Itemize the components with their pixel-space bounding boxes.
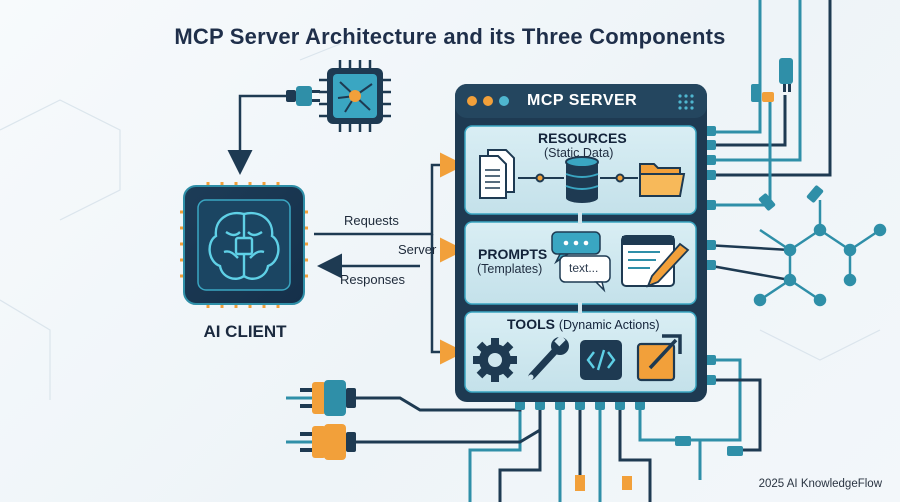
resources-title: RESOURCES [538, 130, 627, 146]
chat-bubble-icon [551, 231, 611, 293]
resources-subtitle: (Static Data) [544, 146, 614, 160]
prompts-title: PROMPTS [478, 246, 548, 262]
connector-line [518, 173, 638, 183]
page-title: MCP Server Architecture and its Three Co… [174, 24, 726, 49]
background-pattern [0, 39, 881, 400]
folder-icon [639, 163, 686, 197]
code-icon [580, 340, 622, 380]
brain-icon [208, 211, 280, 280]
document-icon [479, 149, 515, 199]
tools-subtitle: (Dynamic Actions) [558, 318, 660, 332]
connector-stubs [575, 436, 743, 491]
server-label: Server [398, 242, 437, 257]
network-icon [705, 200, 887, 307]
footer-credit: 2025 AI KnowledgeFlow [758, 478, 882, 490]
plug-icon [227, 86, 320, 175]
processor-chip-icon [319, 60, 391, 132]
database-icon [565, 156, 599, 203]
responses-label: Responses [340, 272, 406, 287]
requests-label: Requests [344, 213, 399, 228]
wires-bottom [468, 358, 762, 502]
server-title: MCP SERVER [527, 92, 638, 109]
plug-icon [758, 185, 824, 211]
bubble-text: text... [569, 261, 599, 275]
ai-client-label: AI CLIENT [203, 322, 287, 341]
prompts-subtitle: (Templates) [477, 262, 543, 276]
flow-arrows [314, 152, 465, 365]
plug-icon [300, 380, 356, 416]
gear-icon [473, 338, 517, 382]
wrench-icon [528, 335, 569, 380]
tools-title: TOOLS (Dynamic Actions) [507, 316, 660, 332]
plug-icon [300, 424, 356, 460]
plug-icon [751, 58, 793, 102]
tools-title-text: TOOLS [507, 316, 555, 332]
template-edit-icon [621, 235, 690, 288]
external-link-icon [636, 334, 682, 382]
